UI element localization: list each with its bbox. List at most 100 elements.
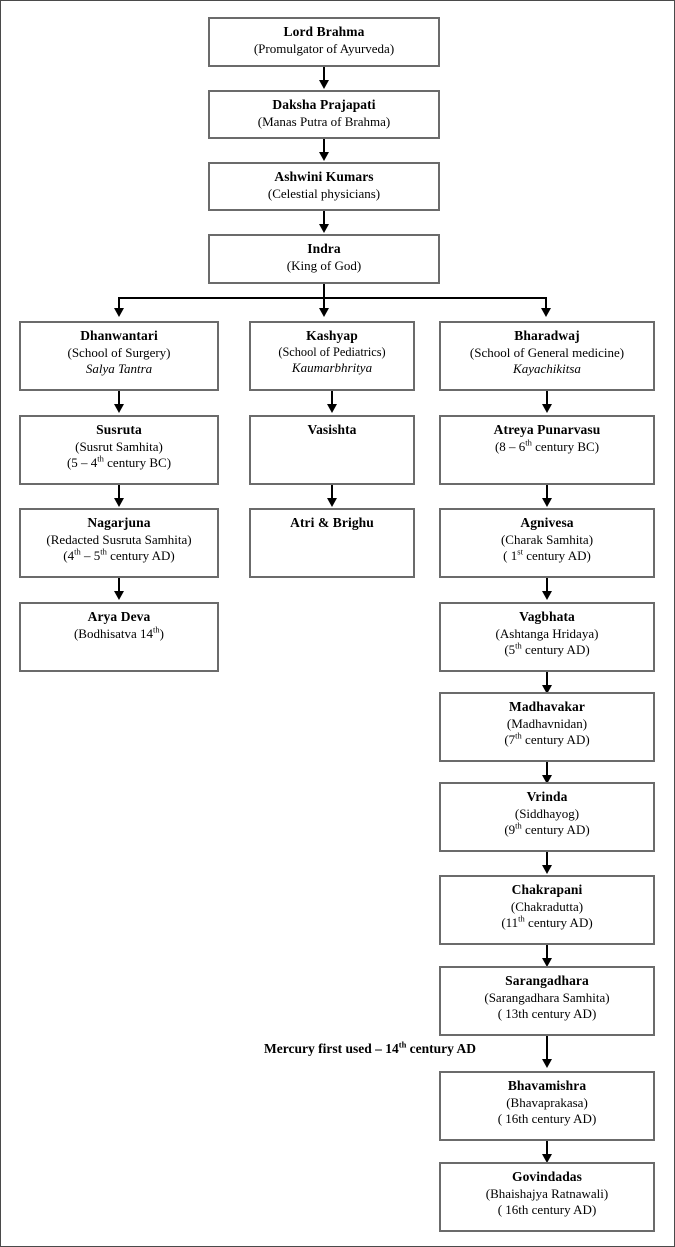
connector-indra-stem [323, 284, 325, 298]
arrowhead-madhavakar-vrinda [542, 775, 552, 784]
arrowhead-branch-middle [319, 308, 329, 317]
node-date: (7th century AD) [504, 730, 590, 747]
node-subtitle: (Bhaishajya Ratnawali) [485, 1185, 609, 1201]
arrowhead-branch-left [114, 308, 124, 317]
node-title: Atreya Punarvasu [493, 422, 601, 437]
node-italic-label: Kaumarbhritya [291, 359, 373, 375]
node-date: (5th century AD) [504, 640, 590, 657]
node-subtitle: (Siddhayog) [514, 805, 580, 821]
node-vagbhata[interactable]: Vagbhata (Ashtanga Hridaya) (5th century… [439, 602, 655, 672]
connector-atreya-agnivesa [546, 485, 548, 498]
arrowhead-kashyap-vasishta [327, 404, 337, 413]
arrowhead-atreya-agnivesa [542, 498, 552, 507]
connector-kashyap-vasishta [331, 391, 333, 404]
node-daksha-prajapati[interactable]: Daksha Prajapati (Manas Putra of Brahma) [208, 90, 440, 139]
node-atri-brighu[interactable]: Atri & Brighu [249, 508, 415, 578]
node-title: Nagarjuna [87, 515, 151, 530]
node-subtitle: (Celestial physicians) [267, 185, 381, 201]
arrowhead-dhanwantari-susruta [114, 404, 124, 413]
connector-dhanwantari-susruta [118, 391, 120, 404]
arrowhead-susruta-nagarjuna [114, 498, 124, 507]
node-sarangadhara[interactable]: Sarangadhara (Sarangadhara Samhita) ( 13… [439, 966, 655, 1036]
node-subtitle: (Charak Samhita) [500, 531, 594, 547]
arrowhead-agnivesa-vagbhata [542, 591, 552, 600]
node-title: Vagbhata [519, 609, 575, 624]
arrowhead-vagbhata-madhavakar [542, 685, 552, 694]
node-subtitle: (School of Surgery) [67, 344, 171, 360]
node-date: ( 16th century AD) [497, 1201, 597, 1217]
node-bharadwaj[interactable]: Bharadwaj (School of General medicine) K… [439, 321, 655, 391]
node-govindadas[interactable]: Govindadas (Bhaishajya Ratnawali) ( 16th… [439, 1162, 655, 1232]
arrowhead-bharadwaj-atreya [542, 404, 552, 413]
node-indra[interactable]: Indra (King of God) [208, 234, 440, 284]
node-nagarjuna[interactable]: Nagarjuna (Redacted Susruta Samhita) (4t… [19, 508, 219, 578]
node-dhanwantari[interactable]: Dhanwantari (School of Surgery) Salya Ta… [19, 321, 219, 391]
arrowhead-nagarjuna-aryadeva [114, 591, 124, 600]
connector-nagarjuna-aryadeva [118, 578, 120, 591]
node-date: (8 – 6th century BC) [494, 437, 600, 454]
node-title: Dhanwantari [80, 328, 158, 343]
node-subtitle: (Madhavnidan) [506, 715, 588, 731]
node-title: Vasishta [307, 422, 357, 437]
node-italic-label: Kayachikitsa [513, 360, 581, 376]
node-agnivesa[interactable]: Agnivesa (Charak Samhita) ( 1st century … [439, 508, 655, 578]
node-date: (4th – 5th century AD) [63, 546, 175, 563]
arrowhead-branch-right [541, 308, 551, 317]
node-subtitle: (Sarangadhara Samhita) [484, 989, 610, 1005]
node-title: Govindadas [511, 1169, 583, 1184]
node-title: Indra [307, 241, 341, 256]
arrowhead-vrinda-chakrapani [542, 865, 552, 874]
connector-branch-right [545, 297, 547, 309]
node-date: (5 – 4th century BC) [66, 453, 172, 470]
node-title: Sarangadhara [505, 973, 589, 988]
connector-susruta-nagarjuna [118, 485, 120, 498]
arrowhead-ashwini-indra [319, 224, 329, 233]
node-vasishta[interactable]: Vasishta [249, 415, 415, 485]
connector-sarangadhara-bhavamishra [546, 1036, 548, 1060]
node-date: ( 13th century AD) [497, 1005, 597, 1021]
mercury-annotation: Mercury first used – 14th century AD [264, 1039, 477, 1056]
connector-chakrapani-sarangadhara [546, 945, 548, 958]
connector-brahma-daksha [323, 67, 325, 81]
node-italic-label: Salya Tantra [85, 360, 153, 376]
node-subtitle: (Redacted Susruta Samhita) [46, 531, 192, 547]
connector-bhavamishra-govindadas [546, 1141, 548, 1154]
node-date: ( 1st century AD) [503, 546, 591, 563]
node-lord-brahma[interactable]: Lord Brahma (Promulgator of Ayurveda) [208, 17, 440, 67]
node-title: Kashyap [306, 328, 358, 343]
arrowhead-chakrapani-sarangadhara [542, 958, 552, 967]
node-subtitle: (Ashtanga Hridaya) [495, 625, 599, 641]
node-title: Bhavamishra [507, 1078, 587, 1093]
node-susruta[interactable]: Susruta (Susrut Samhita) (5 – 4th centur… [19, 415, 219, 485]
node-title: Bharadwaj [514, 328, 580, 343]
node-title: Madhavakar [508, 699, 585, 714]
connector-vasishta-atri [331, 485, 333, 498]
node-title: Arya Deva [87, 609, 151, 624]
node-subtitle: (Manas Putra of Brahma) [257, 113, 391, 129]
connector-branch-middle [323, 297, 325, 309]
connector-agnivesa-vagbhata [546, 578, 548, 591]
arrowhead-daksha-ashwini [319, 152, 329, 161]
connector-ashwini-indra [323, 211, 325, 224]
node-chakrapani[interactable]: Chakrapani (Chakradutta) (11th century A… [439, 875, 655, 945]
node-vrinda[interactable]: Vrinda (Siddhayog) (9th century AD) [439, 782, 655, 852]
node-subtitle: (Promulgator of Ayurveda) [253, 40, 395, 56]
node-madhavakar[interactable]: Madhavakar (Madhavnidan) (7th century AD… [439, 692, 655, 762]
node-atreya-punarvasu[interactable]: Atreya Punarvasu (8 – 6th century BC) [439, 415, 655, 485]
connector-vrinda-chakrapani [546, 852, 548, 865]
node-subtitle: (School of General medicine) [469, 344, 625, 360]
arrowhead-vasishta-atri [327, 498, 337, 507]
node-title: Atri & Brighu [290, 515, 374, 530]
node-bhavamishra[interactable]: Bhavamishra (Bhavaprakasa) ( 16th centur… [439, 1071, 655, 1141]
node-kashyap[interactable]: Kashyap (School of Pediatrics) Kaumarbhr… [249, 321, 415, 391]
node-date: ( 16th century AD) [497, 1110, 597, 1126]
connector-madhavakar-vrinda [546, 762, 548, 775]
node-subtitle: (Bhavaprakasa) [506, 1094, 588, 1110]
connector-daksha-ashwini [323, 139, 325, 152]
node-arya-deva[interactable]: Arya Deva (Bodhisatva 14th) [19, 602, 219, 672]
node-ashwini-kumars[interactable]: Ashwini Kumars (Celestial physicians) [208, 162, 440, 211]
node-title: Vrinda [526, 789, 568, 804]
connector-branch-left [118, 297, 120, 309]
node-title: Lord Brahma [283, 24, 365, 39]
